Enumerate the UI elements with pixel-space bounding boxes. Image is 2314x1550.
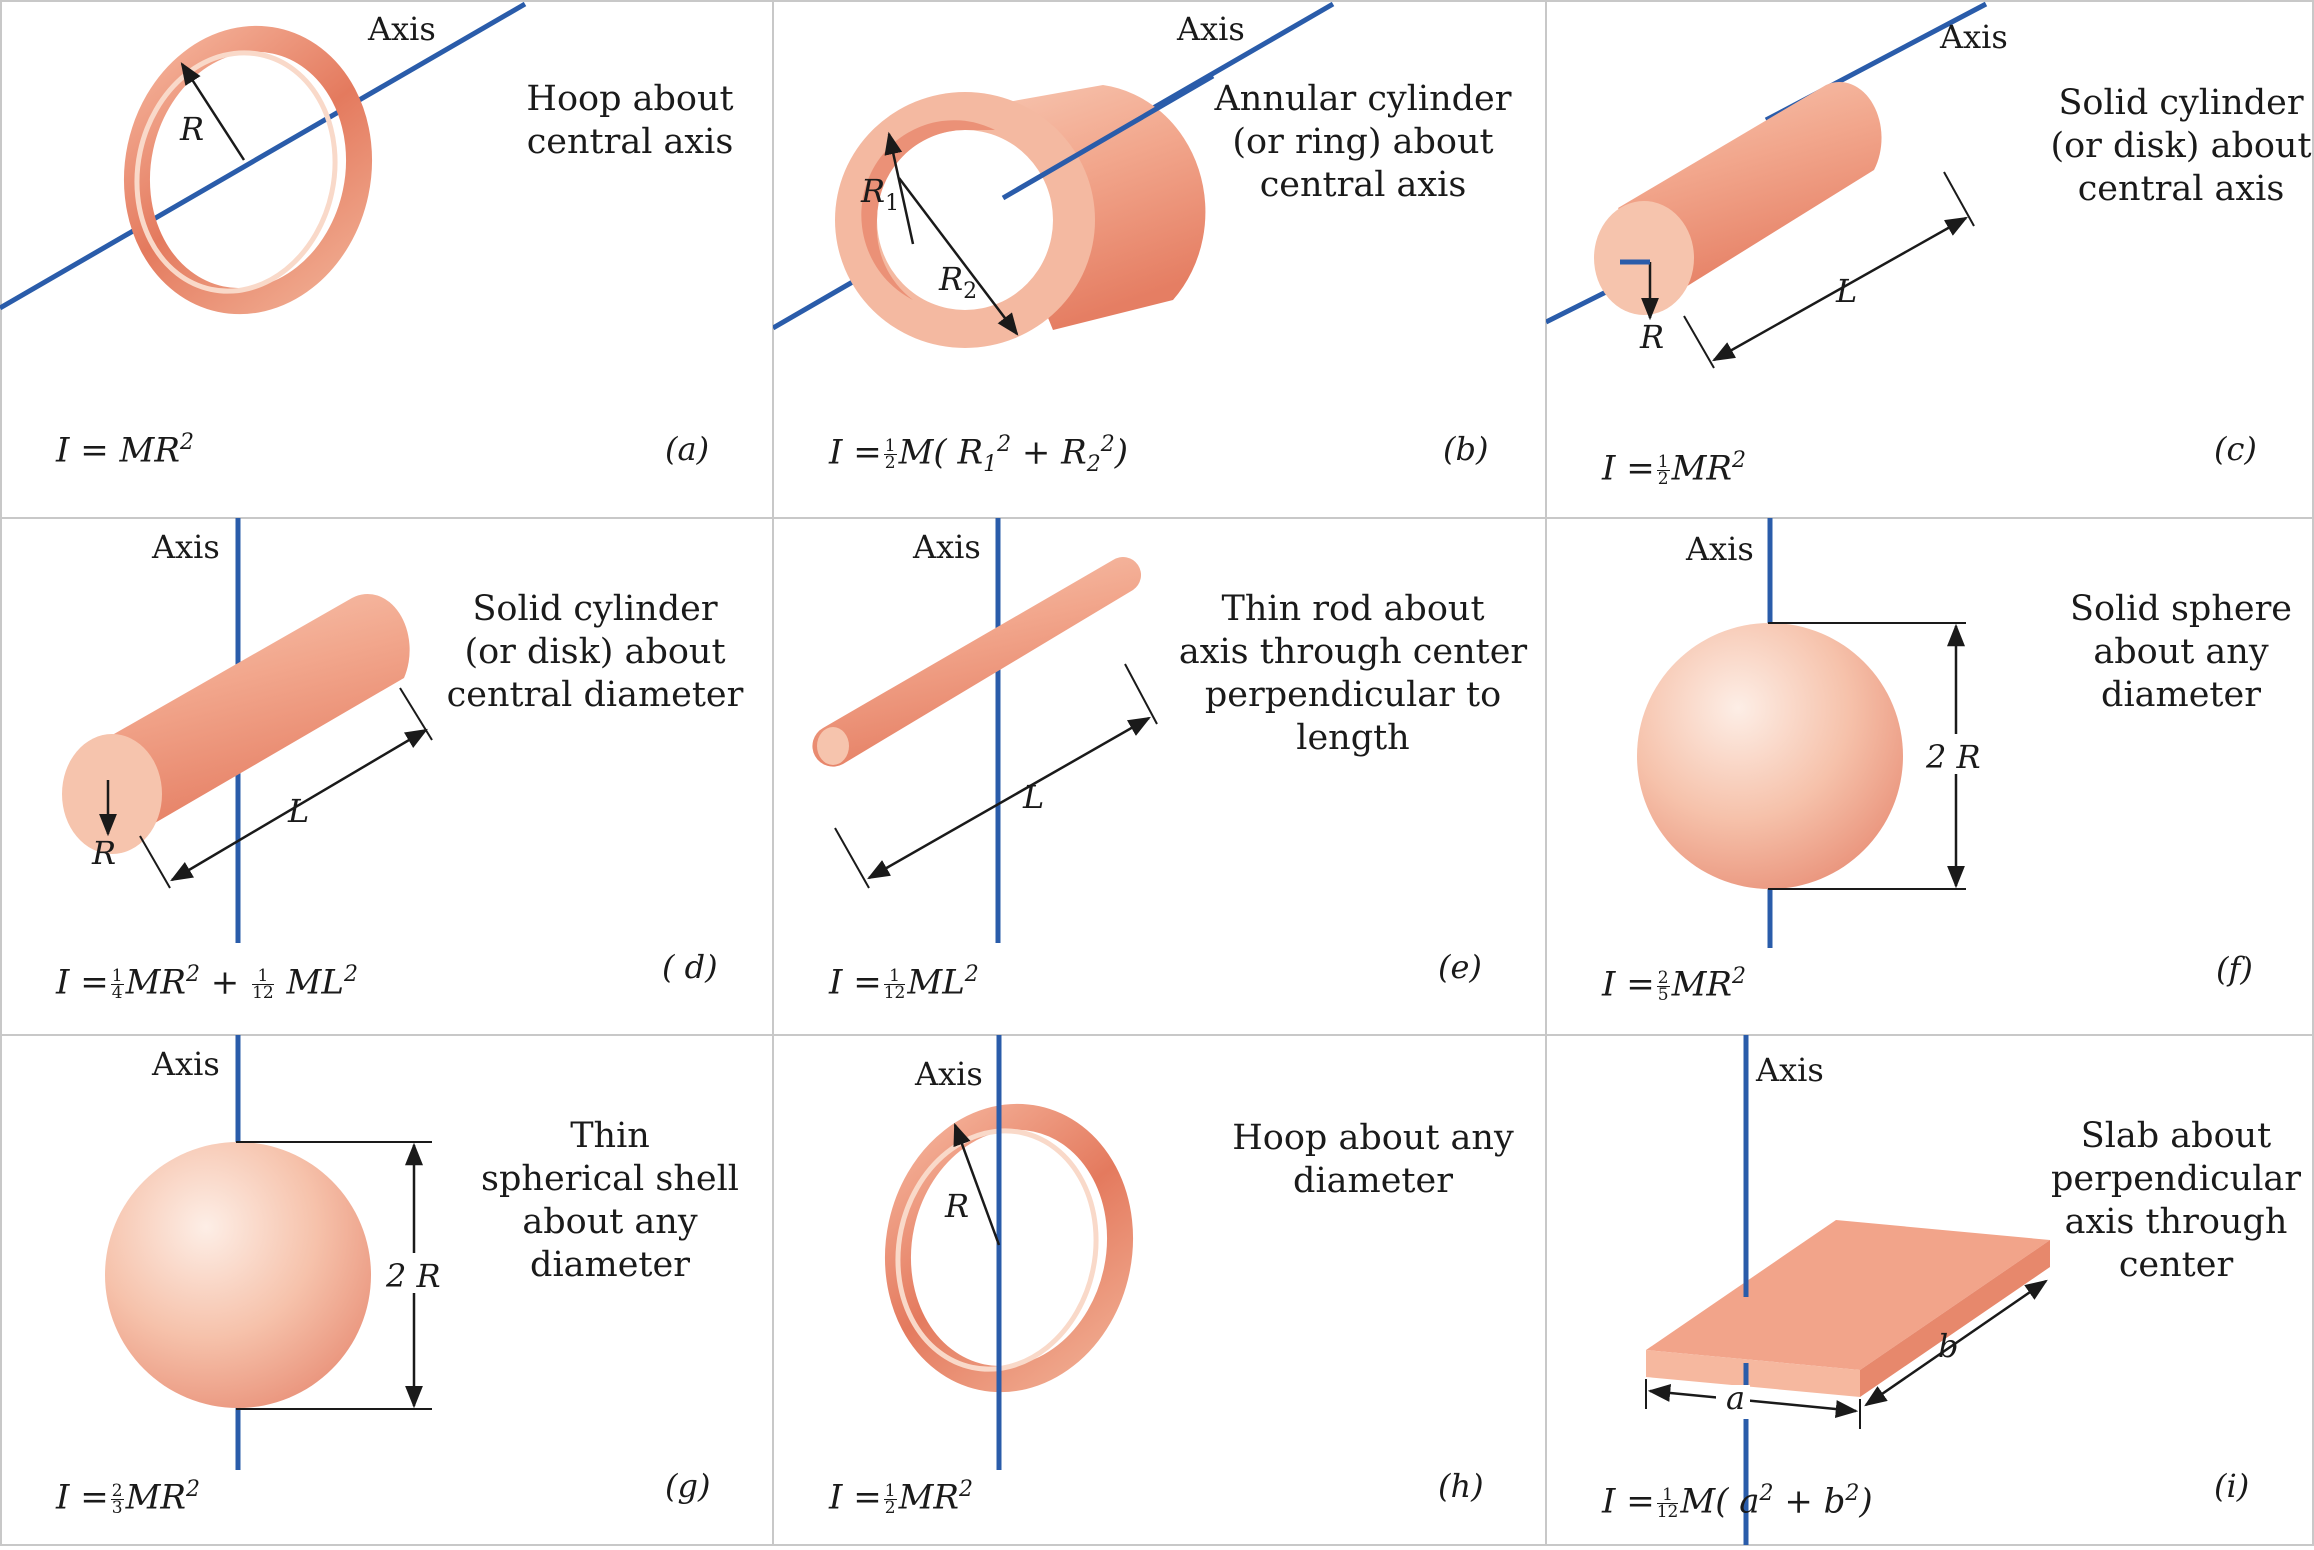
panel-letter: (e) xyxy=(1438,948,1482,986)
panel-letter: (g) xyxy=(665,1467,711,1505)
slab-figure: a b Axis xyxy=(1645,1035,2050,1545)
panel-e: L Axis Thin rod about axis through cente… xyxy=(773,518,1546,1033)
solid-sphere xyxy=(1637,623,1903,889)
panel-description: Solid cylinder (or disk) about central a… xyxy=(2050,83,2312,209)
r1-arrow xyxy=(884,131,915,245)
panel-letter: ( d) xyxy=(662,948,718,986)
depth-label: b xyxy=(1938,1327,1958,1365)
panel-f: 2 R Axis Solid sphere about any diameter… xyxy=(1546,518,2314,1033)
solid-sphere-figure: 2 R Axis xyxy=(1637,518,1988,948)
panel-d: R L Axis Solid cylinder (or disk) about … xyxy=(0,518,773,1033)
width-arrow-a xyxy=(1647,1383,1859,1419)
axis-label: Axis xyxy=(151,528,220,566)
hoop xyxy=(884,1103,1134,1393)
panel-description: Annular cylinder (or ring) about central… xyxy=(1214,79,1512,205)
axis-label: Axis xyxy=(151,1045,220,1083)
panel-a: R Axis Hoop about central axis I = MR2 (… xyxy=(0,0,773,515)
panel-letter: (h) xyxy=(1438,1467,1484,1505)
rotation-axis xyxy=(0,1,527,311)
panel-i: a b Axis Slab about perpendicular axis t… xyxy=(1546,1035,2314,1550)
radius-arrow xyxy=(953,1122,1001,1246)
length-arrow xyxy=(867,716,1151,880)
thin-spherical-shell-figure: 2 R Axis xyxy=(105,1035,446,1470)
panel-description: Hoop about central axis xyxy=(526,79,734,162)
axis-label: Axis xyxy=(1939,18,2008,56)
panel-description: Thin rod about axis through center perpe… xyxy=(1178,589,1528,758)
r1-label: R1 xyxy=(860,172,899,216)
solid-cylinder-end-face xyxy=(1594,201,1694,315)
spherical-shell xyxy=(105,1142,371,1408)
length-arrow xyxy=(170,728,428,882)
axis-label: Axis xyxy=(1755,1051,1824,1089)
panel-c: R L Axis Solid cylinder (or disk) about … xyxy=(1546,0,2314,515)
depth-arrow-b xyxy=(1864,1279,2048,1407)
thin-rod xyxy=(812,556,1142,767)
panel-description: Solid cylinder (or disk) about central d… xyxy=(446,589,744,715)
length-label: L xyxy=(1835,272,1857,310)
hoop xyxy=(123,25,373,315)
hoop-diameter-figure: R Axis xyxy=(884,1035,1134,1470)
solid-cylinder-end-face xyxy=(62,734,162,854)
r2-label: R2 xyxy=(938,260,977,304)
width-label: a xyxy=(1726,1379,1745,1417)
radius-arrow xyxy=(180,62,246,161)
diameter-label: 2 R xyxy=(385,1257,441,1295)
radius-label: R xyxy=(91,834,116,872)
slab-top xyxy=(1646,1220,2050,1370)
panel-description: Thin spherical shell about any diameter xyxy=(481,1116,739,1285)
diameter-label: 2 R xyxy=(1925,738,1981,776)
panel-description: Solid sphere about any diameter xyxy=(2069,589,2293,715)
panel-b: R1 R2 Axis Annular cylinder (or ring) ab… xyxy=(773,0,1546,515)
hoop-central-axis-figure: R Axis xyxy=(0,1,527,315)
panel-description: Hoop about any diameter xyxy=(1232,1118,1514,1201)
radius-label: R xyxy=(179,110,204,148)
annular-cylinder-inner-hole xyxy=(877,130,1053,310)
panel-description: Slab about perpendicular axis through ce… xyxy=(2050,1116,2302,1285)
radius-label: R xyxy=(1639,318,1664,356)
radius-label: R xyxy=(944,1187,969,1225)
panel-letter: (b) xyxy=(1443,430,1489,468)
thin-rod-figure: L Axis xyxy=(812,518,1158,943)
axis-label: Axis xyxy=(914,1055,983,1093)
panel-letter: (c) xyxy=(2214,430,2257,468)
panel-letter: (a) xyxy=(665,430,710,468)
length-arrow xyxy=(1712,216,1968,362)
axis-label: Axis xyxy=(912,528,981,566)
axis-label: Axis xyxy=(367,10,436,48)
r2-arrow xyxy=(898,177,1019,336)
length-label: L xyxy=(1022,778,1044,816)
length-label: L xyxy=(287,792,309,830)
moment-formula: I = MR2 xyxy=(56,430,194,471)
axis-label: Axis xyxy=(1176,10,1245,48)
solid-cylinder-diameter-figure: R L Axis xyxy=(62,518,433,943)
panel-letter: (f) xyxy=(2216,950,2253,988)
panel-g: 2 R Axis Thin spherical shell about any … xyxy=(0,1035,773,1550)
solid-cylinder-central-axis-figure: R L Axis xyxy=(1546,1,2008,369)
axis-label: Axis xyxy=(1685,530,1754,568)
solid-cylinder-body xyxy=(86,593,410,834)
panel-letter: (i) xyxy=(2214,1467,2250,1505)
annular-cylinder-figure: R1 R2 Axis xyxy=(773,1,1335,348)
